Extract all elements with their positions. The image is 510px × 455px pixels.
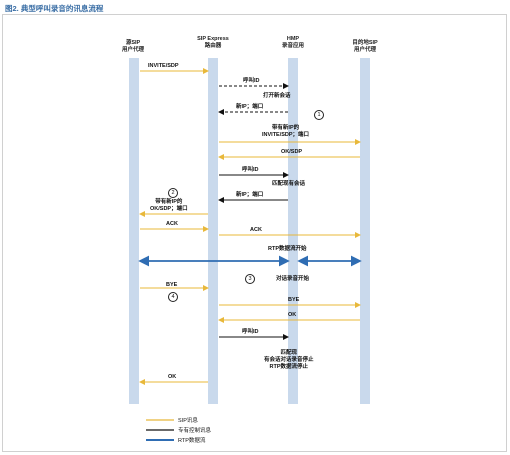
label-ack-left: ACK <box>166 221 178 227</box>
label-new-ip-port-2: 新IP；端口 <box>236 192 264 198</box>
label-match-stop-line1: 匹配现 <box>280 350 298 356</box>
label-new-ip-port-1: 新IP；端口 <box>236 104 264 110</box>
label-invite-new-ip-line1: 带有新IP的 <box>271 125 300 131</box>
figure-frame <box>2 14 507 452</box>
participant-hmp-line1: HMP <box>286 36 300 42</box>
label-bye-right: BYE <box>288 297 300 303</box>
label-recording-start: 对话录音开始 <box>276 276 310 282</box>
label-match-session: 匹配现有会话 <box>272 181 306 187</box>
participant-router-line2: 路由器 <box>204 43 222 49</box>
participant-dest-line2: 用户代理 <box>353 47 376 53</box>
marker-4: 4 <box>168 292 178 302</box>
marker-3: 3 <box>245 274 255 284</box>
label-match-stop: 匹配现 有会话对话录音停止 RTP数据流停止 <box>264 350 314 371</box>
lifeline-dest <box>360 58 370 404</box>
participant-hmp-line2: 录音应用 <box>281 43 304 49</box>
participant-source-line2: 用户代理 <box>121 47 144 53</box>
participant-router-header: SIP Express 路由器 <box>178 36 248 50</box>
label-ok-new-ip-line1: 带有新IP的 <box>155 199 183 205</box>
label-ok-right: OK <box>288 312 297 318</box>
label-bye-left: BYE <box>166 282 178 288</box>
label-match-stop-line2: 有会话对话录音停止 <box>264 357 314 363</box>
label-ok-sdp: OK/SDP <box>281 149 303 155</box>
marker-1: 1 <box>314 110 324 120</box>
label-ok-new-ip-line2: OK/SDP；端口 <box>150 206 188 212</box>
participant-router-line1: SIP Express <box>197 36 229 42</box>
marker-2: 2 <box>168 188 178 198</box>
participant-dest-line1: 目的地SIP <box>352 40 378 46</box>
label-invite-sdp: INVITE/SDP <box>148 63 179 69</box>
lifeline-hmp <box>288 58 298 404</box>
participant-source-header: 源SIP 用户代理 <box>98 40 168 54</box>
label-ok-new-ip: 带有新IP的 OK/SDP；端口 <box>150 199 188 213</box>
label-call-id-1: 呼叫ID <box>243 78 260 84</box>
lifeline-source <box>129 58 139 404</box>
label-call-id-3: 呼叫ID <box>242 329 259 335</box>
legend-proprietary-label: 专有控制讯息 <box>178 428 212 434</box>
label-rtp-start: RTP数据流开始 <box>268 246 307 252</box>
participant-source-line1: 源SIP <box>125 40 141 46</box>
figure-title: 图2. 典型呼叫录音的讯息流程 <box>5 4 104 13</box>
participant-hmp-header: HMP 录音应用 <box>258 36 328 50</box>
label-invite-new-ip: 带有新IP的 INVITE/SDP；端口 <box>262 125 309 139</box>
label-open-session: 打开新会话 <box>263 93 291 99</box>
lifeline-router <box>208 58 218 404</box>
participant-dest-header: 目的地SIP 用户代理 <box>330 40 400 54</box>
label-ack-right: ACK <box>250 227 262 233</box>
legend-rtp-label: RTP数据流 <box>178 438 206 444</box>
legend-sip-label: SIP讯息 <box>178 418 198 424</box>
label-ok-left: OK <box>168 374 177 380</box>
label-call-id-2: 呼叫ID <box>242 167 259 173</box>
label-invite-new-ip-line2: INVITE/SDP；端口 <box>262 132 310 138</box>
label-match-stop-line3: RTP数据流停止 <box>269 364 309 370</box>
